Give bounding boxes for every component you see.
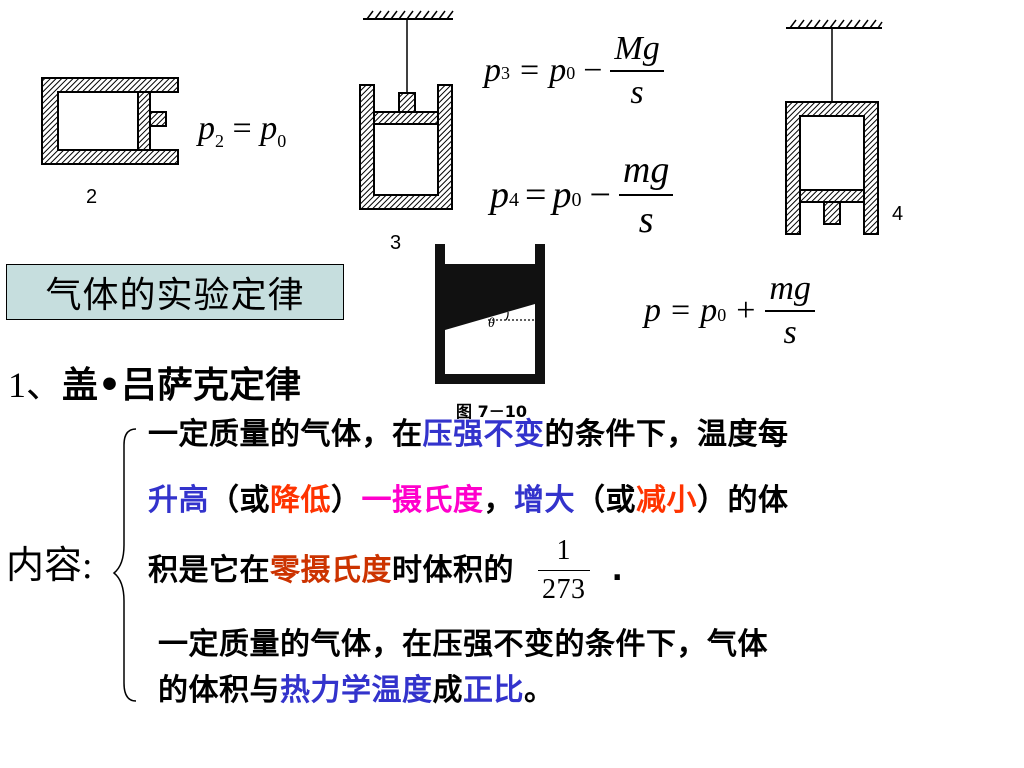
p3-op: − xyxy=(583,52,603,89)
s1-decrease: 减小 xyxy=(636,483,697,518)
statement1-line3: 积是它在零摄氏度时体积的 1 273 . xyxy=(148,534,1008,607)
heading-number: 1、 xyxy=(8,365,63,405)
s1-text-3: 的条件下，温度每 xyxy=(544,417,789,452)
p4-sub: 4 xyxy=(509,189,519,211)
law-statement-1: 一定质量的气体，在压强不变的条件下，温度每 升高（或降低）一摄氏度，增大（或减小… xyxy=(148,410,1008,607)
law-statement-2: 一定质量的气体，在压强不变的条件下，气体 的体积与热力学温度成正比。 xyxy=(158,622,998,714)
s1-text-14: 积是它在 xyxy=(148,552,270,588)
s1-text-16: 时体积的 xyxy=(392,552,514,588)
p4-den: s xyxy=(618,194,674,242)
hanging-piston-diagram-3 xyxy=(359,10,454,210)
p2-rhs: p xyxy=(260,110,278,147)
p3-den: s xyxy=(610,70,664,112)
diagram-label-3: 3 xyxy=(390,232,402,254)
p4-rhs: p xyxy=(552,174,572,216)
s1-close: ） xyxy=(331,483,362,518)
p3-sub: 3 xyxy=(501,63,510,83)
s1-or: （或 xyxy=(209,483,270,518)
p4-fraction: mg s xyxy=(618,148,674,242)
s1-fraction: 1 273 xyxy=(538,534,590,607)
s1-rise: 升高 xyxy=(148,483,209,518)
section-title-box: 气体的实验定律 xyxy=(6,264,344,320)
s1-text: 一定质量的气体，在 xyxy=(148,417,423,452)
statement2-line2: 的体积与热力学温度成正比。 xyxy=(158,668,998,714)
s1-comma: ， xyxy=(483,483,514,518)
curly-brace xyxy=(112,428,137,702)
p2-lhs: p xyxy=(198,110,215,147)
statement1-line2: 升高（或降低）一摄氏度，增大（或减小）的体 xyxy=(148,476,1008,526)
p3-rsub: 0 xyxy=(566,63,576,83)
figure-caption: 图 7－10 xyxy=(456,402,527,421)
s1-increase: 增大 xyxy=(514,483,575,518)
diagram-label-2: 2 xyxy=(86,186,98,208)
p-fraction: mg s xyxy=(765,270,815,352)
s2-proportional: 正比 xyxy=(463,673,524,708)
s1-frac-num: 1 xyxy=(556,535,571,566)
content-label: 内容: xyxy=(6,545,93,587)
p3-lhs: p xyxy=(484,52,501,89)
p-num: mg xyxy=(769,270,811,307)
p-lhs: p xyxy=(644,292,661,329)
p-rsub: 0 xyxy=(717,305,727,325)
statement1-line1: 一定质量的气体，在压强不变的条件下，温度每 xyxy=(148,410,1008,460)
p3-num: Mg xyxy=(614,30,660,67)
p-den: s xyxy=(765,310,815,352)
s1-or-2: （或 xyxy=(575,483,636,518)
s1-text-13: ）的体 xyxy=(697,483,789,518)
p4-rsub: 0 xyxy=(571,189,582,211)
law-heading: 1、盖•吕萨克定律 xyxy=(8,356,301,408)
s2-thermo-temp: 热力学温度 xyxy=(280,673,433,708)
diagram-label-4: 4 xyxy=(892,203,904,225)
p3-fraction: Mg s xyxy=(610,30,664,112)
p4-op: − xyxy=(589,174,611,216)
s1-frac-den: 273 xyxy=(538,570,590,607)
section-title: 气体的实验定律 xyxy=(45,275,305,316)
s1-one-degree: 一摄氏度 xyxy=(361,483,484,518)
s2-period: 。 xyxy=(524,673,555,708)
p2-rsub: 0 xyxy=(277,130,287,151)
p2-eq: = xyxy=(232,110,252,147)
cylinder-diagram-2 xyxy=(41,77,179,165)
statement2-line1: 一定质量的气体，在压强不变的条件下，气体 xyxy=(158,627,768,662)
s1-fall: 降低 xyxy=(270,483,331,518)
s2-text-4: 成 xyxy=(432,673,463,708)
p-op: + xyxy=(736,292,756,329)
s1-end: . xyxy=(611,552,624,588)
s2-text-2: 的体积与 xyxy=(158,673,280,708)
theta-label: θ xyxy=(488,316,495,331)
p-rhs: p xyxy=(700,292,718,329)
hanging-cylinder-diagram-4 xyxy=(785,19,883,235)
p4-num: mg xyxy=(622,149,670,191)
formula-p2: p2 = p0 xyxy=(198,110,286,152)
tilted-piston-figure: θ xyxy=(435,244,545,384)
s1-zero-degree: 零摄氏度 xyxy=(270,552,392,588)
heading-title: 盖•吕萨克定律 xyxy=(62,365,302,406)
p2-sub: 2 xyxy=(215,130,224,151)
p4-lhs: p xyxy=(490,174,509,216)
p3-rhs: p xyxy=(549,52,567,89)
s1-pressure-constant: 压强不变 xyxy=(422,417,545,452)
